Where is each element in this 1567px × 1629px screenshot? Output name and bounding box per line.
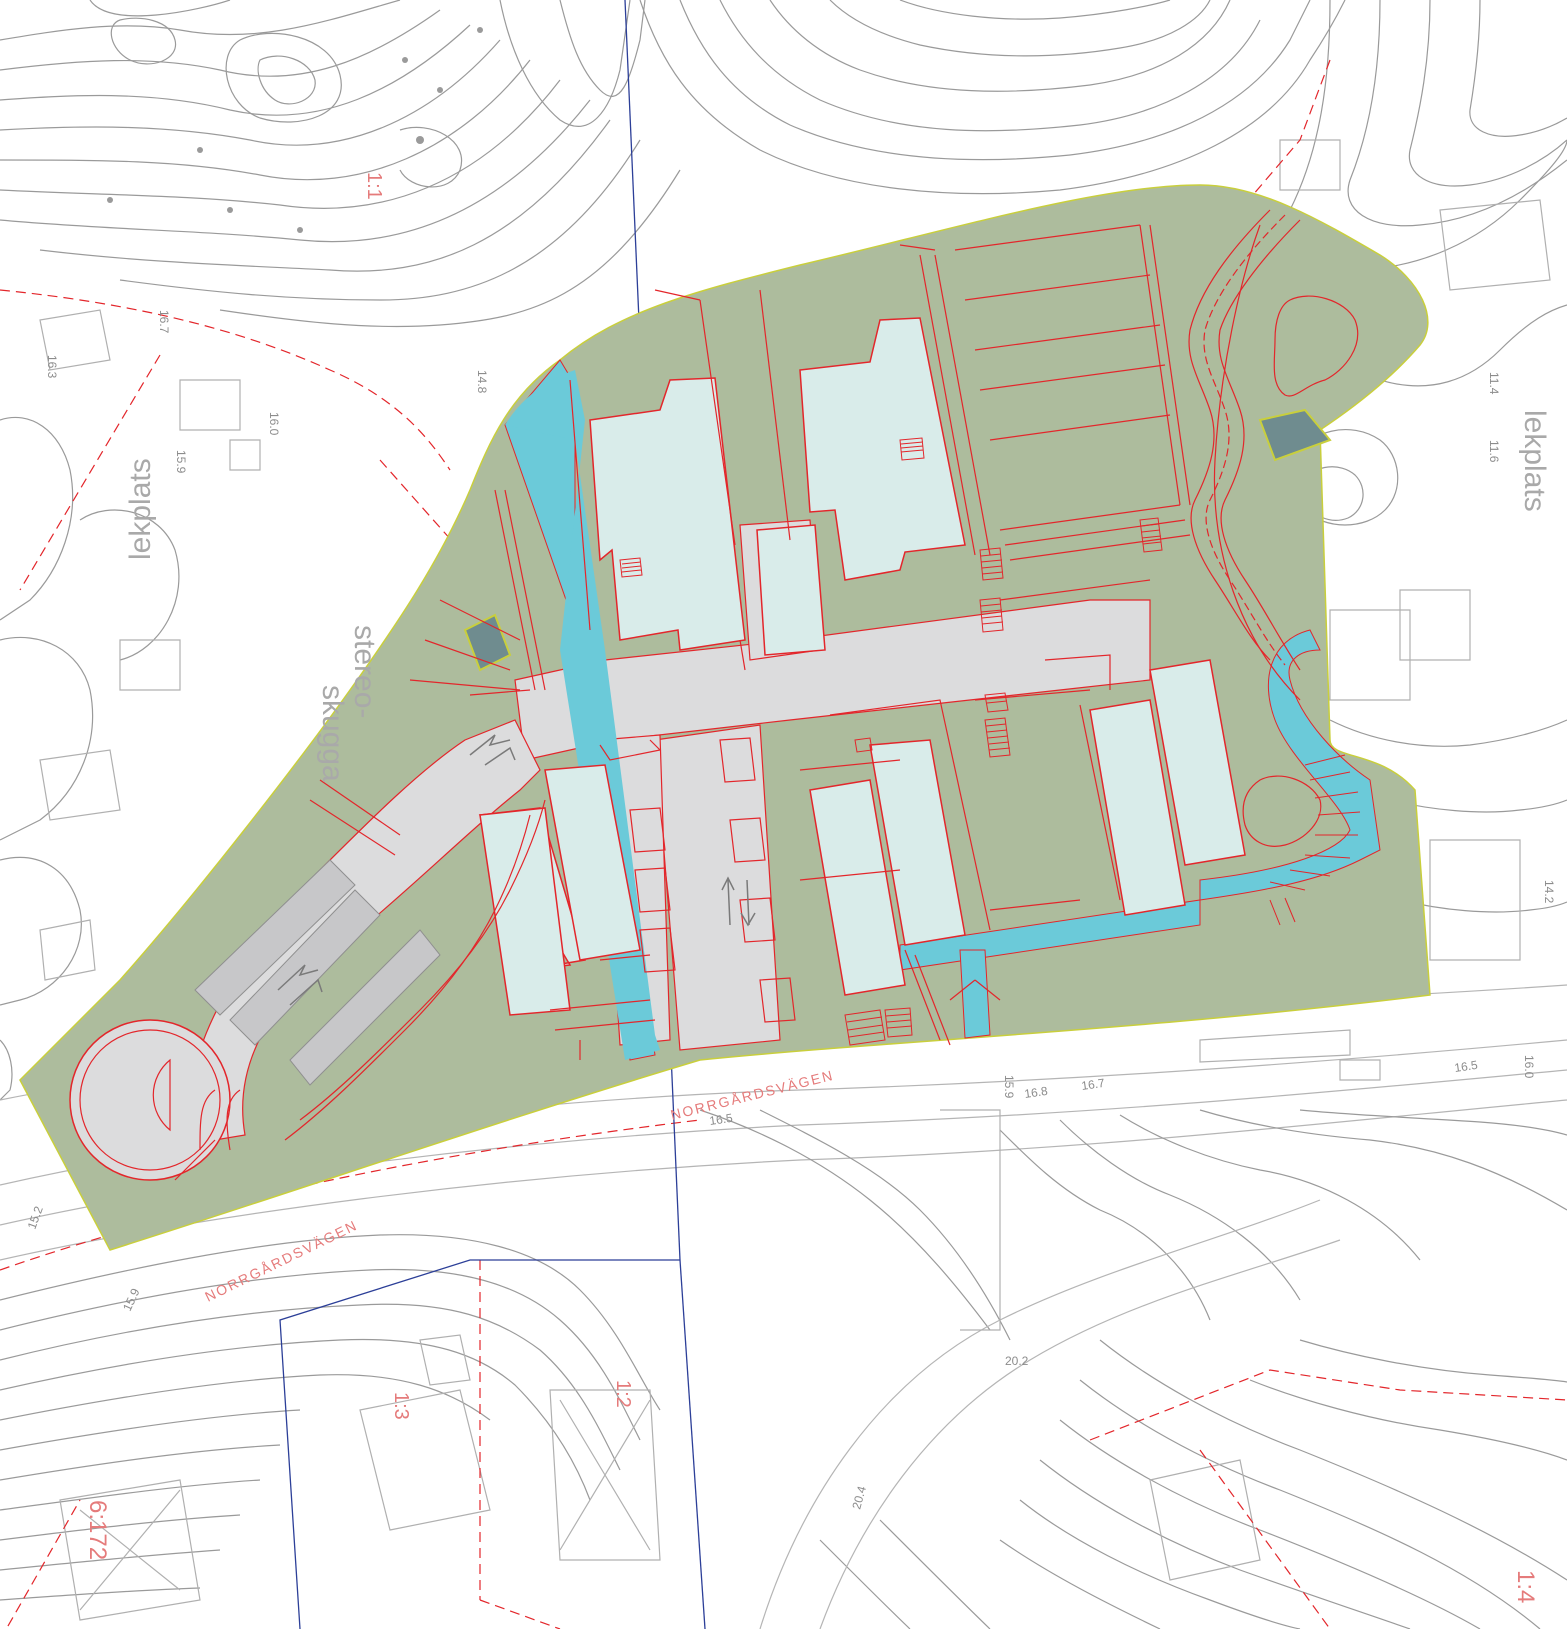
spot-height: 20.2 [1005,1354,1029,1368]
label-plot-1-2: 1:2 [612,1380,634,1408]
spot-height: 11.4 [1487,372,1501,395]
label-plot-1-1: 1:1 [363,172,385,200]
building-south-4 [869,739,966,946]
building-south-3 [809,779,906,996]
building-south-2 [544,764,641,961]
spot-height: 16.8 [1023,1084,1048,1101]
spot-height: 11.6 [1487,440,1501,463]
spot-height: 16.7 [1080,1076,1105,1093]
parking-stripes [194,859,441,1086]
stairs [619,437,1361,1046]
spot-height: 16.5 [1453,1058,1478,1075]
traffic-arrows [277,734,756,1006]
buildings [478,317,1246,1016]
label-plot-1-3: 1:3 [390,1392,412,1420]
turning-circle [69,1019,231,1181]
spot-height: 16.0 [1522,1055,1536,1079]
label-stereo: stereo- [348,625,381,718]
spot-height: 15.2 [25,1204,46,1231]
spot-height: 16.3 [45,355,59,379]
building-center-tall [756,524,826,656]
spot-height: 14.2 [1542,880,1556,904]
spot-height: 16.7 [157,310,171,334]
building-east-2 [1149,659,1246,866]
label-plot-6-172: 6:172 [84,1500,111,1560]
spot-height: 16.0 [267,412,281,436]
building-north-2 [799,317,966,581]
spot-height: 15.9 [174,450,188,474]
label-road-lower: NORRGÅRDSVÄGEN [202,1217,360,1305]
plan-lines [174,209,1359,1181]
building-east-1 [1089,699,1186,916]
spot-height: 15.9 [120,1286,143,1313]
label-plot-1-4: 1:4 [1512,1570,1539,1603]
tree-symbols [107,27,483,233]
spot-height: 14.8 [475,370,489,394]
building-south-1a [479,807,571,1016]
label-lekplats-right: lekplats [1518,410,1551,512]
spot-height: 20.4 [849,1484,869,1510]
spot-height: 16.5 [708,1111,733,1128]
label-lekplats-left: lekplats [124,458,157,560]
spot-height: 15.9 [1002,1075,1016,1099]
label-skugga: skugga [316,685,349,782]
building-north-1 [589,377,746,651]
